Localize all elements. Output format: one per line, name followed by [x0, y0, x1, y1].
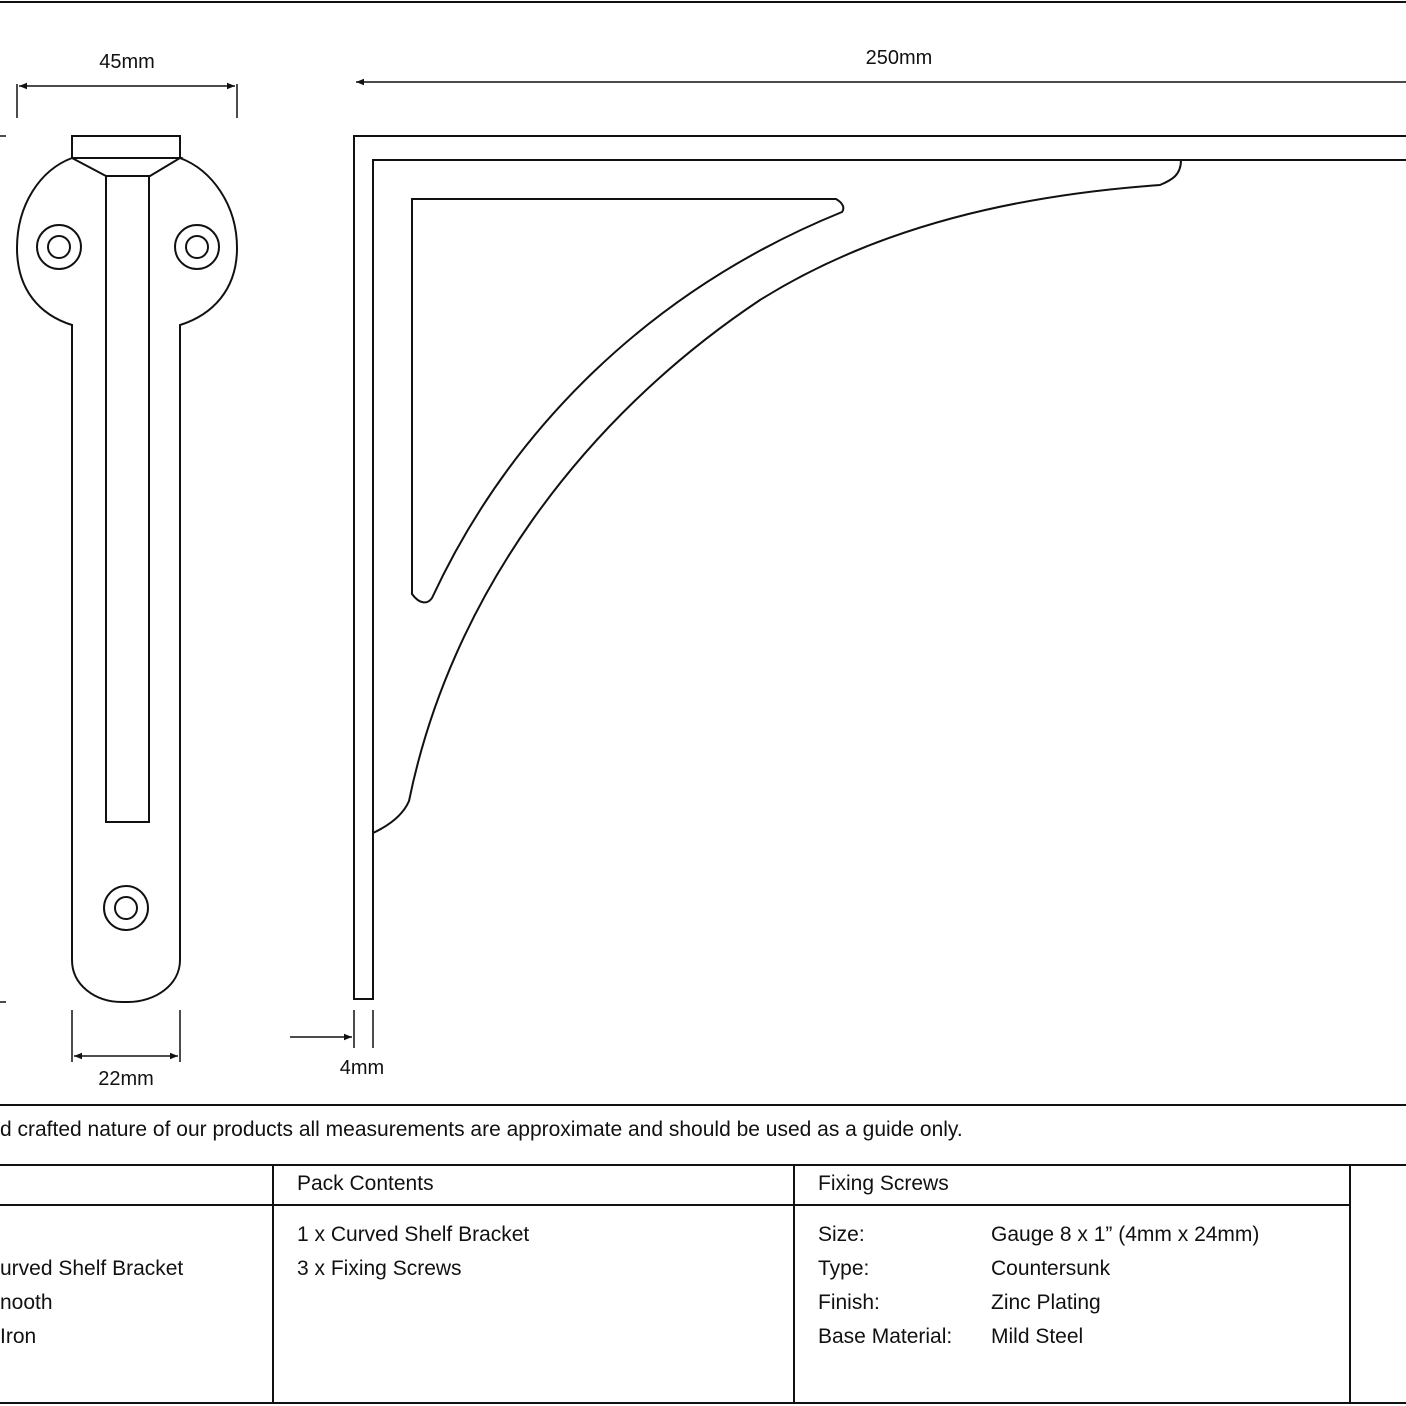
- pack-contents-list: 1 x Curved Shelf Bracket 3 x Fixing Scre…: [297, 1218, 529, 1286]
- spec-value: Mild Steel: [991, 1325, 1084, 1348]
- spec-key: Finish:: [818, 1291, 880, 1314]
- spec-row-size: Size: Gauge 8 x 1” (4mm x 24mm): [818, 1218, 1259, 1252]
- screw-hole-bottom-inner: [114, 896, 138, 920]
- dim-thickness: [290, 1010, 374, 1048]
- spec-key: Size:: [818, 1223, 865, 1246]
- dim-base-width-label: 22mm: [98, 1068, 154, 1090]
- spec-row-base-material: Base Material: Mild Steel: [818, 1320, 1259, 1354]
- pack-item-2: 3 x Fixing Screws: [297, 1257, 462, 1280]
- spec-value: Zinc Plating: [991, 1291, 1101, 1314]
- product-line-2: nooth: [0, 1291, 53, 1314]
- product-line-3: Iron: [0, 1325, 37, 1348]
- bracket-front-view: [353, 135, 1406, 1000]
- spec-value: Countersunk: [991, 1257, 1111, 1280]
- dim-top-width-label: 45mm: [99, 51, 155, 73]
- pack-item-1: 1 x Curved Shelf Bracket: [297, 1223, 530, 1246]
- spec-row-type: Type: Countersunk: [818, 1252, 1259, 1286]
- bracket-cutout: [411, 198, 845, 604]
- screw-hole-right-inner: [185, 235, 209, 259]
- bracket-side-view: [15, 135, 239, 1003]
- edge-ticks: [0, 135, 6, 1003]
- spec-row-finish: Finish: Zinc Plating: [818, 1286, 1259, 1320]
- spec-value: Gauge 8 x 1” (4mm x 24mm): [991, 1223, 1260, 1246]
- dim-base-width: [71, 1010, 181, 1062]
- fixing-screws-specs: Size: Gauge 8 x 1” (4mm x 24mm) Type: Co…: [818, 1218, 1259, 1354]
- dim-length-label: 250mm: [866, 47, 933, 69]
- product-line-1: urved Shelf Bracket: [0, 1257, 184, 1280]
- fixing-screws-header: Fixing Screws: [818, 1172, 949, 1195]
- dim-top-width: [16, 82, 238, 118]
- bracket-inner-edge: [372, 159, 1181, 833]
- spec-key: Type:: [818, 1257, 870, 1280]
- web-slot: [105, 175, 150, 823]
- top-cap: [71, 135, 181, 159]
- measurement-disclaimer: d crafted nature of our products all mea…: [0, 1118, 963, 1141]
- bracket-outline: [353, 135, 1406, 1000]
- spec-key: Base Material:: [818, 1325, 953, 1348]
- pack-contents-header: Pack Contents: [297, 1172, 434, 1195]
- dim-thickness-label: 4mm: [340, 1057, 384, 1079]
- product-details: urved Shelf Bracket nooth Iron: [0, 1252, 183, 1354]
- screw-hole-left-inner: [47, 235, 71, 259]
